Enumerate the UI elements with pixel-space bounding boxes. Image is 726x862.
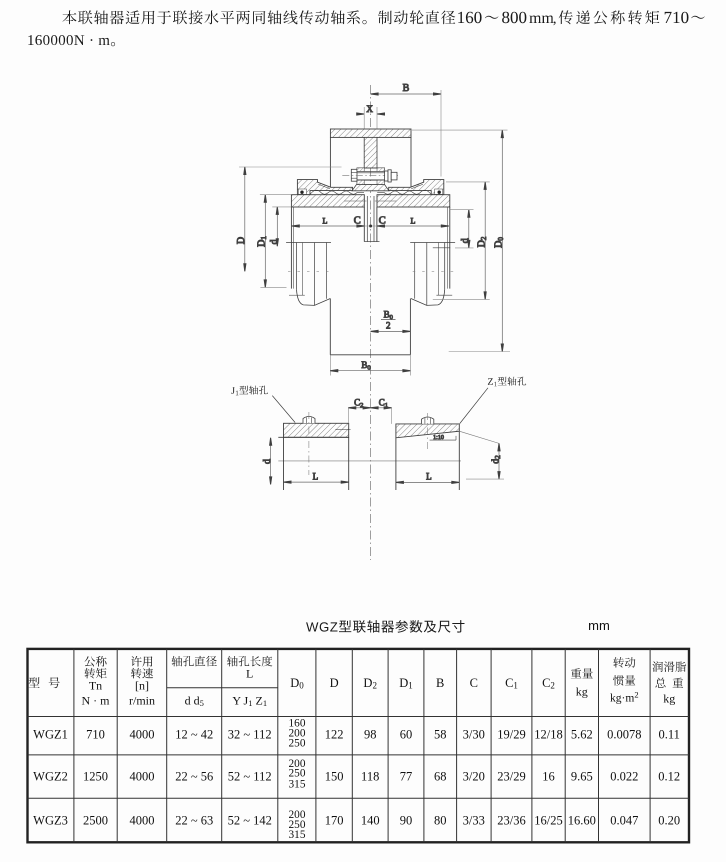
svg-text:B0: B0 (361, 360, 370, 372)
svg-text:98: 98 (364, 727, 377, 741)
svg-text:23/29: 23/29 (497, 769, 525, 783)
svg-text:D: D (330, 676, 339, 690)
svg-text:L: L (411, 216, 416, 225)
svg-text:77: 77 (400, 769, 413, 783)
svg-text:Y J1 Z1: Y J1 Z1 (232, 694, 267, 709)
svg-text:140: 140 (361, 813, 380, 827)
svg-text:D1: D1 (257, 236, 269, 247)
svg-text:0.12: 0.12 (658, 769, 680, 783)
svg-text:0.022: 0.022 (610, 769, 638, 783)
svg-text:d d5: d d5 (185, 694, 204, 709)
svg-text:L: L (323, 216, 328, 225)
svg-text:kg: kg (663, 691, 675, 705)
svg-text:WGZ3: WGZ3 (33, 813, 68, 827)
svg-text:3/30: 3/30 (463, 727, 485, 741)
svg-text:3/33: 3/33 (463, 813, 485, 827)
svg-text:C: C (470, 676, 478, 690)
svg-text:200: 200 (289, 758, 306, 770)
svg-text:L: L (313, 471, 319, 481)
svg-text:4000: 4000 (130, 727, 155, 741)
svg-text:22 ~ 63: 22 ~ 63 (175, 813, 213, 827)
svg-text:118: 118 (361, 769, 379, 783)
svg-text:9.65: 9.65 (571, 769, 593, 783)
svg-text:315: 315 (289, 778, 306, 790)
svg-text:1:10: 1:10 (433, 435, 444, 441)
svg-text:kg·m2: kg·m2 (610, 690, 639, 705)
svg-text:D2: D2 (477, 236, 489, 247)
svg-text:mm: mm (588, 618, 610, 633)
svg-text:2500: 2500 (83, 813, 108, 827)
svg-text:B: B (403, 83, 410, 94)
svg-text:C2: C2 (354, 397, 363, 409)
svg-text:D: D (236, 237, 247, 244)
svg-text:16: 16 (542, 769, 555, 783)
svg-text:D2: D2 (363, 676, 377, 691)
svg-text:[n]: [n] (135, 679, 149, 693)
svg-text:N · m: N · m (82, 694, 111, 708)
svg-text:D1: D1 (399, 676, 413, 691)
svg-text:Tn: Tn (89, 679, 102, 693)
svg-text:52 ~ 112: 52 ~ 112 (228, 769, 272, 783)
svg-text:710: 710 (86, 727, 105, 741)
svg-text:200: 200 (289, 727, 306, 739)
svg-text:58: 58 (434, 727, 447, 741)
svg-text:3/20: 3/20 (463, 769, 485, 783)
svg-text:C1: C1 (379, 397, 388, 409)
svg-text:160: 160 (289, 717, 306, 729)
svg-text:4000: 4000 (130, 813, 155, 827)
svg-text:WGZ1: WGZ1 (33, 727, 68, 741)
svg-text:4000: 4000 (130, 769, 155, 783)
svg-text:12/18: 12/18 (534, 727, 562, 741)
svg-text:200: 200 (289, 809, 306, 821)
svg-text:d: d (460, 238, 471, 243)
svg-text:WGZ2: WGZ2 (33, 769, 68, 783)
svg-text:19/29: 19/29 (497, 727, 525, 741)
svg-text:16.60: 16.60 (568, 813, 596, 827)
svg-text:L: L (426, 472, 432, 482)
svg-text:X: X (366, 104, 373, 114)
svg-text:C1: C1 (505, 676, 518, 691)
svg-text:0.0078: 0.0078 (607, 727, 641, 741)
svg-text:315: 315 (289, 829, 306, 841)
svg-text:d: d (262, 459, 273, 464)
svg-text:0.11: 0.11 (658, 727, 679, 741)
svg-text:2: 2 (386, 321, 391, 331)
svg-text:122: 122 (325, 727, 344, 741)
svg-text:D0: D0 (290, 676, 304, 691)
svg-text:0.047: 0.047 (610, 813, 638, 827)
svg-text:60: 60 (400, 727, 413, 741)
svg-text:16/25: 16/25 (534, 813, 562, 827)
svg-text:5.62: 5.62 (571, 727, 593, 741)
svg-text:0.20: 0.20 (658, 813, 680, 827)
svg-text:52 ~ 142: 52 ~ 142 (228, 813, 272, 827)
svg-text:r/min: r/min (129, 694, 155, 708)
svg-text:B0: B0 (384, 310, 393, 322)
svg-text:d: d (269, 239, 280, 244)
svg-text:250: 250 (289, 819, 306, 831)
svg-text:C: C (379, 216, 386, 227)
svg-text:d2: d2 (490, 455, 502, 464)
svg-text:80: 80 (434, 813, 447, 827)
svg-text:1250: 1250 (83, 769, 108, 783)
svg-text:150: 150 (325, 769, 344, 783)
svg-text:C: C (354, 216, 361, 227)
svg-text:250: 250 (289, 768, 306, 780)
svg-text:22 ~ 56: 22 ~ 56 (175, 769, 213, 783)
svg-text:23/36: 23/36 (497, 813, 525, 827)
svg-text:12 ~ 42: 12 ~ 42 (175, 727, 213, 741)
svg-text:L: L (246, 667, 253, 681)
svg-text:90: 90 (400, 813, 413, 827)
svg-text:170: 170 (325, 813, 344, 827)
svg-text:C2: C2 (542, 676, 555, 691)
svg-text:32 ~ 112: 32 ~ 112 (228, 727, 272, 741)
svg-text:D0: D0 (494, 237, 506, 248)
svg-text:68: 68 (434, 769, 447, 783)
svg-text:kg: kg (576, 685, 588, 699)
svg-text:250: 250 (289, 738, 306, 750)
svg-text:B: B (436, 676, 444, 690)
